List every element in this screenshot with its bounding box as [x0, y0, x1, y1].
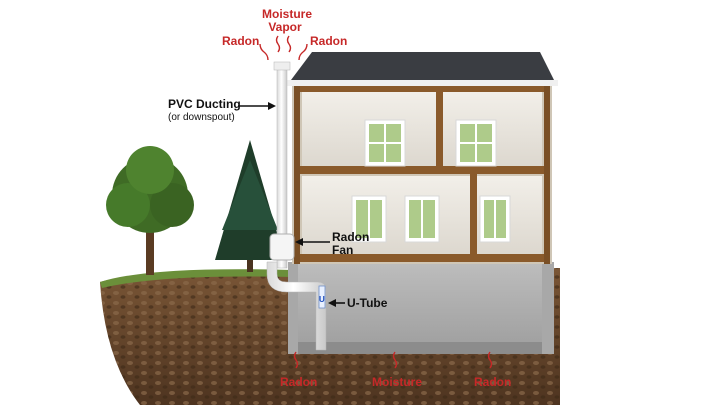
- moisture-vapor-line1: Moisture: [262, 7, 313, 21]
- u-tube-arrowhead: [328, 299, 336, 307]
- top-plate: [296, 84, 548, 92]
- foundation-wall-right: [542, 262, 554, 354]
- roof-fascia: [286, 80, 558, 86]
- radon-bottom-left-label: Radon: [280, 375, 318, 389]
- floor-beam-1: [296, 166, 548, 174]
- corner-right: [544, 84, 550, 264]
- radon-top-left-label: Radon: [222, 34, 260, 48]
- basement-back-wall: [296, 262, 546, 352]
- windows: [351, 119, 511, 243]
- vent-pipe-elbow: [266, 261, 327, 351]
- gas-arrows-top: [259, 35, 308, 61]
- moisture-bottom-label: Moisture: [372, 375, 423, 389]
- radon-bottom-right-label: Radon: [474, 375, 512, 389]
- radon-fan-label: Radon Fan: [332, 231, 369, 256]
- pvc-ducting-title: PVC Ducting: [168, 97, 241, 111]
- deciduous-tree: [106, 146, 194, 275]
- u-tube-letter: U: [319, 295, 325, 304]
- gas-arrows-bottom: [293, 351, 493, 369]
- post-upper: [436, 90, 443, 168]
- floor-beam-2: [296, 254, 548, 262]
- pvc-ducting-subtitle: (or downspout): [168, 111, 235, 123]
- basement-floor: [290, 342, 552, 354]
- moisture-vapor-line2: Vapor: [268, 19, 302, 34]
- evergreen-tree: [215, 140, 285, 272]
- fan-arrowhead: [295, 238, 303, 246]
- corner-left: [294, 84, 300, 264]
- foundation-wall-left: [288, 262, 298, 354]
- upper-room: [302, 92, 542, 168]
- radon-fan-line2: Fan: [332, 242, 354, 257]
- radon-top-right-label: Radon: [310, 34, 348, 48]
- pvc-ducting-label: PVC Ducting (or downspout): [168, 98, 241, 123]
- radon-fan-line1: Radon: [332, 230, 370, 244]
- post-middle: [470, 174, 477, 256]
- pvc-arrowhead: [268, 102, 276, 110]
- radon-fan-body: [269, 233, 295, 261]
- u-tube-label: U-Tube: [347, 296, 388, 310]
- roof: [288, 52, 556, 84]
- vent-pipe-cap: [273, 61, 291, 71]
- moisture-vapor-label: Moisture Vapor: [262, 7, 313, 34]
- u-tube-gauge: [318, 285, 326, 309]
